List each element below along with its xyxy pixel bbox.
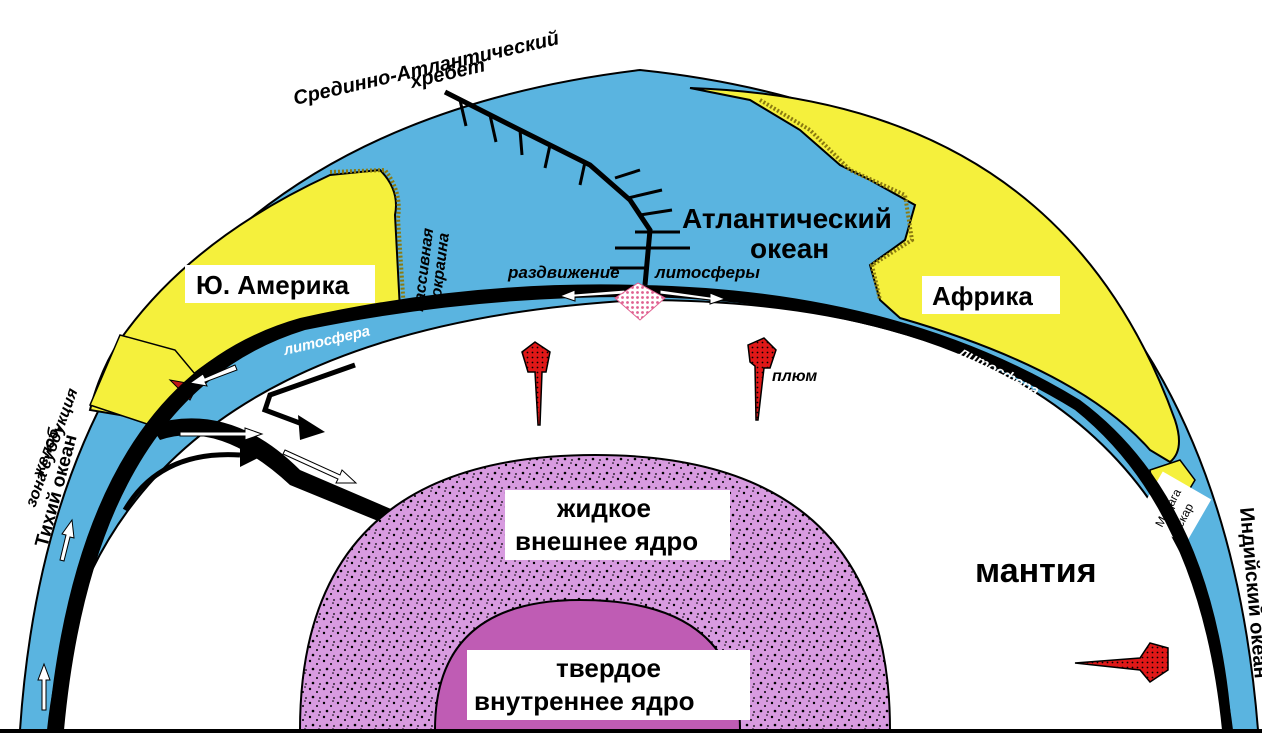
africa-label: Африка xyxy=(932,281,1033,311)
plume-icon xyxy=(1075,643,1168,682)
spreading-label-part2: литосферы xyxy=(654,263,760,282)
outer-core-label-line1: жидкое xyxy=(556,493,651,523)
mantle-label: мантия xyxy=(975,552,1097,590)
inner-core-label-line1: твердое xyxy=(556,653,661,683)
outer-core-label-line2: внешнее ядро xyxy=(515,526,698,556)
return-arrow-head xyxy=(298,415,325,440)
atlantic-label-line2: океан xyxy=(750,233,829,264)
plume-icon xyxy=(522,342,550,425)
plume-label: плюм xyxy=(772,368,817,385)
inner-core-label-line2: внутреннее ядро xyxy=(474,686,695,716)
south-america-label: Ю. Америка xyxy=(196,270,350,300)
spreading-label-part1: раздвижение xyxy=(507,263,620,282)
atlantic-label-line1: Атлантический xyxy=(682,203,892,234)
